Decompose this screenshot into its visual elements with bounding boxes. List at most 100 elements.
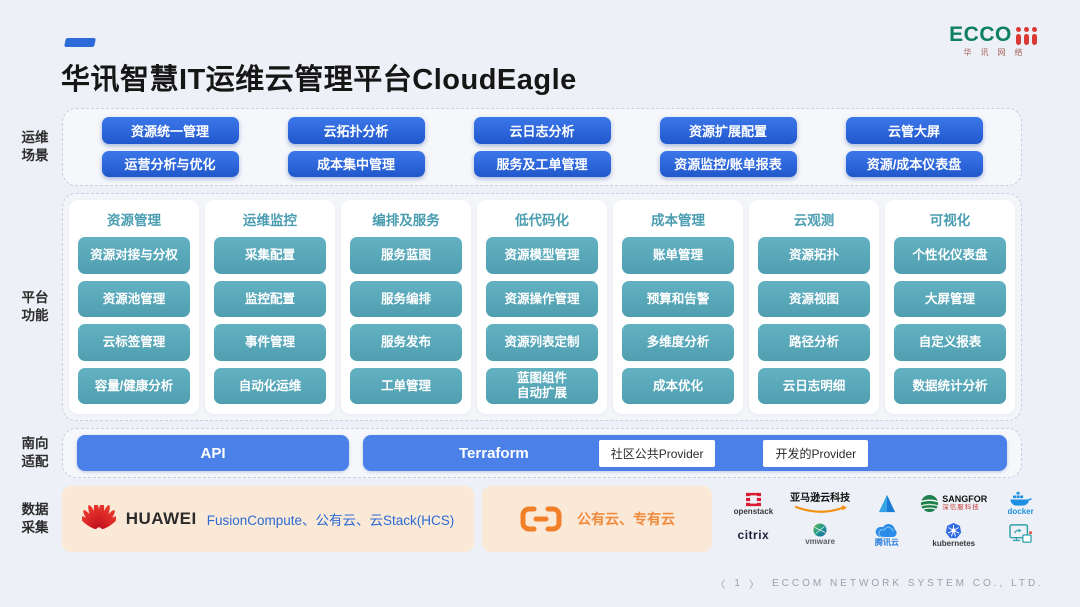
api-bar[interactable]: API xyxy=(77,435,349,471)
kubernetes-label: kubernetes xyxy=(932,538,976,548)
eccom-logo-text: ECCO xyxy=(949,23,1012,46)
function-button[interactable]: 工单管理 xyxy=(350,367,462,404)
scenario-button[interactable]: 服务及工单管理 xyxy=(473,150,611,177)
vmware-label: vmware xyxy=(805,537,836,546)
title-accent-dash xyxy=(64,38,96,47)
scenario-button[interactable]: 云日志分析 xyxy=(473,117,611,144)
kubernetes-icon xyxy=(946,522,962,538)
function-button[interactable]: 资源池管理 xyxy=(78,280,190,317)
vmware-icon xyxy=(813,523,827,537)
tencent-cloud-icon xyxy=(875,523,897,538)
function-button[interactable]: 资源操作管理 xyxy=(486,280,598,317)
function-button[interactable]: 采集配置 xyxy=(214,237,326,274)
vendor-logo-grid: openstack 亚马逊云科技 SANGFOR 深信 xyxy=(720,486,1054,552)
company-name: ECCOM NETWORK SYSTEM CO., LTD. xyxy=(771,578,1044,589)
function-button[interactable]: 资源拓扑 xyxy=(758,237,870,274)
function-column-header: 成本管理 xyxy=(651,213,705,228)
function-column-header: 低代码化 xyxy=(515,213,569,228)
function-button[interactable]: 云日志明细 xyxy=(758,367,870,404)
tencent-cloud-logo: 腾讯云 xyxy=(875,523,899,547)
function-button[interactable]: 资源视图 xyxy=(758,280,870,317)
docker-label: docker xyxy=(1007,507,1034,516)
function-button[interactable]: 预算和告警 xyxy=(622,280,734,317)
function-button[interactable]: 自定义报表 xyxy=(894,324,1006,361)
function-button[interactable]: 云标签管理 xyxy=(78,324,190,361)
function-button[interactable]: 资源对接与分权 xyxy=(78,237,190,274)
function-button[interactable]: 资源列表定制 xyxy=(486,324,598,361)
function-button[interactable]: 数据统计分析 xyxy=(894,367,1006,404)
function-button[interactable]: 监控配置 xyxy=(214,280,326,317)
function-column-header: 云观测 xyxy=(793,213,835,228)
multi-device-icon xyxy=(1008,524,1032,543)
scenario-button[interactable]: 运营分析与优化 xyxy=(101,150,239,177)
scenario-button[interactable]: 成本集中管理 xyxy=(287,150,425,177)
function-column: 低代码化资源模型管理资源操作管理资源列表定制蓝图组件 自动扩展 xyxy=(477,200,607,414)
eccom-logo-people-icon xyxy=(1015,27,1037,45)
function-button[interactable]: 事件管理 xyxy=(214,324,326,361)
function-button[interactable]: 服务编排 xyxy=(350,280,462,317)
scenario-button[interactable]: 云拓扑分析 xyxy=(287,117,425,144)
sangfor-sublabel: 深信服科技 xyxy=(942,504,980,512)
function-button[interactable]: 容量/健康分析 xyxy=(78,367,190,404)
data-collection-row: HUAWEI FusionCompute、公有云、云Stack(HCS) 公有云… xyxy=(62,486,1054,552)
tencent-cloud-label: 腾讯云 xyxy=(874,537,899,547)
function-button[interactable]: 路径分析 xyxy=(758,324,870,361)
amazon-label: 亚马逊云科技 xyxy=(790,492,851,504)
huawei-logo-icon xyxy=(81,505,116,529)
function-button[interactable]: 服务蓝图 xyxy=(350,237,462,274)
function-button[interactable]: 蓝图组件 自动扩展 xyxy=(486,367,598,404)
rail-label-scenarios: 运维 场景 xyxy=(21,130,49,164)
scenario-button[interactable]: 资源扩展配置 xyxy=(659,117,797,144)
huawei-card: HUAWEI FusionCompute、公有云、云Stack(HCS) xyxy=(62,486,474,552)
alicloud-logo-icon xyxy=(520,506,562,532)
function-button[interactable]: 大屏管理 xyxy=(894,280,1006,317)
function-button[interactable]: 资源模型管理 xyxy=(486,237,598,274)
function-column: 编排及服务服务蓝图服务编排服务发布工单管理 xyxy=(341,200,471,414)
footer: 〈 1 〉 ECCOM NETWORK SYSTEM CO., LTD. xyxy=(715,576,1044,591)
docker-logo: docker xyxy=(1008,491,1034,516)
terraform-label: Terraform xyxy=(459,444,529,462)
azure-logo xyxy=(876,494,898,513)
eccom-logo: ECCO 华讯网络 xyxy=(949,23,1037,58)
function-button[interactable]: 多维度分析 xyxy=(622,324,734,361)
amazon-cloud-logo: 亚马逊云科技 xyxy=(790,492,851,514)
alicloud-card: 公有云、专有云 xyxy=(482,486,712,552)
function-column-header: 运维监控 xyxy=(243,213,297,228)
scenario-button[interactable]: 云管大屏 xyxy=(845,117,983,144)
provider-chip[interactable]: 社区公共Provider xyxy=(598,439,716,467)
page-title: 华讯智慧IT运维云管理平台CloudEagle xyxy=(61,64,577,96)
function-column: 可视化个性化仪表盘大屏管理自定义报表数据统计分析 xyxy=(885,200,1015,414)
scenario-button[interactable]: 资源/成本仪表盘 xyxy=(845,150,983,177)
scenario-grid: 资源统一管理 云拓扑分析 云日志分析 资源扩展配置 云管大屏运营分析与优化 成本集中管理 服… xyxy=(62,108,1022,186)
page-number: 1 xyxy=(734,578,743,589)
function-button[interactable]: 服务发布 xyxy=(350,324,462,361)
multi-device-logo xyxy=(1008,524,1033,545)
function-button[interactable]: 自动化运维 xyxy=(214,367,326,404)
function-button[interactable]: 个性化仪表盘 xyxy=(894,237,1006,274)
huawei-brand-text: HUAWEI xyxy=(125,509,197,528)
openstack-logo: openstack xyxy=(734,492,773,516)
citrix-logo: citrix xyxy=(738,529,770,541)
function-column: 成本管理账单管理预算和告警多维度分析成本优化 xyxy=(613,200,743,414)
function-column-header: 编排及服务 xyxy=(372,213,440,228)
rail-label-southbound: 南向 适配 xyxy=(21,436,49,470)
provider-chip[interactable]: 开发的Provider xyxy=(763,439,869,467)
prev-page-arrow[interactable]: 〈 xyxy=(715,580,729,591)
docker-icon xyxy=(1009,491,1032,506)
terraform-chips: 社区公共Provider 开发的Provider xyxy=(529,439,869,467)
kubernetes-logo: kubernetes xyxy=(932,522,975,548)
terraform-bar[interactable]: Terraform 社区公共Provider 开发的Provider xyxy=(363,435,1007,471)
rail-label-data-collection: 数据 采集 xyxy=(21,502,49,536)
function-button[interactable]: 成本优化 xyxy=(622,367,734,404)
scenario-button[interactable]: 资源监控/账单报表 xyxy=(659,150,797,177)
function-column-header: 可视化 xyxy=(929,213,971,228)
rail-label-functions: 平台 功能 xyxy=(21,290,49,324)
function-column-header: 资源管理 xyxy=(107,213,161,228)
amazon-smile-icon xyxy=(795,504,848,513)
page-indicator: 〈 1 〉 xyxy=(715,576,762,591)
function-button[interactable]: 账单管理 xyxy=(622,237,734,274)
next-page-arrow[interactable]: 〉 xyxy=(748,580,762,591)
scenario-button[interactable]: 资源统一管理 xyxy=(101,117,239,144)
sangfor-logo: SANGFOR 深信服科技 xyxy=(920,494,987,513)
sangfor-label: SANGFOR xyxy=(942,494,988,505)
